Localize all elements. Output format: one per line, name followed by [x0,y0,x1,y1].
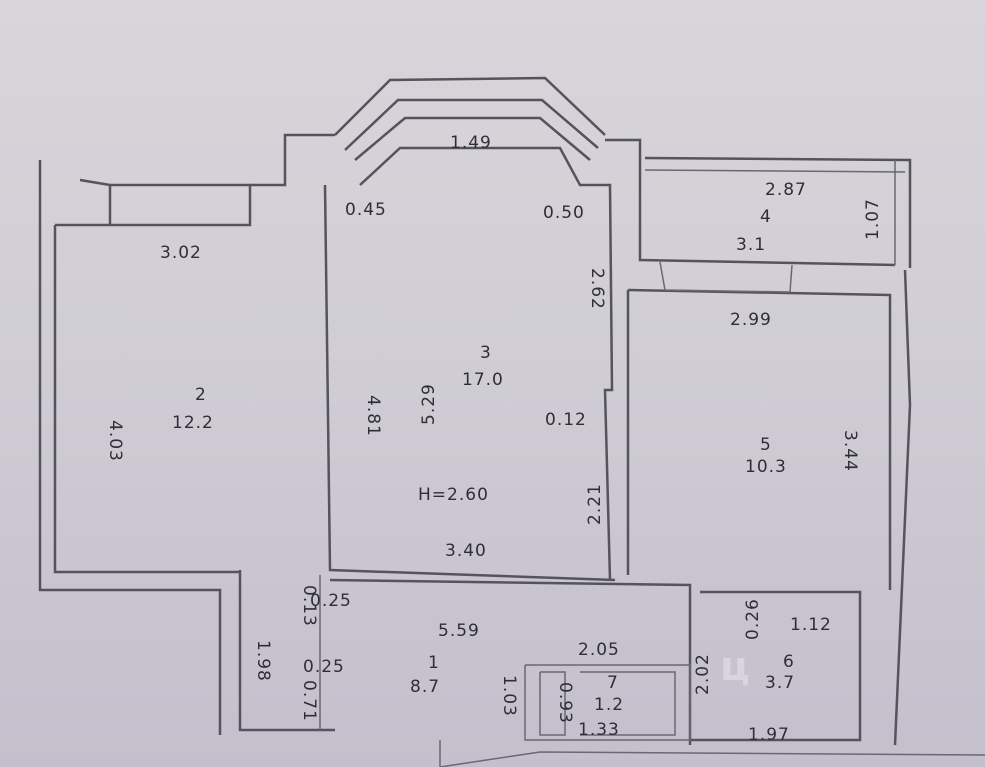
ceiling-height: H=2.60 [418,485,489,505]
dim-r3-height-left: 4.81 [363,395,383,437]
dim-hall-a: 0.13 [299,585,319,627]
dim-hall-length: 5.59 [438,621,480,641]
dim-r6-b: 1.12 [790,615,832,635]
dim-r3-right-offset: 0.12 [545,410,587,430]
room-1-number: 1 [428,653,440,673]
dim-r3-right-lower: 2.21 [585,483,605,525]
dim-hall-c: 0.25 [303,657,345,677]
dim-r5-width: 2.99 [730,310,772,330]
dim-r4-height: 1.07 [863,198,883,240]
room-7-number: 7 [607,673,619,693]
room-2-number: 2 [195,385,207,405]
dim-bay-top: 1.49 [450,133,492,153]
labels: 1.49 0.45 0.50 3.02 4.03 2 12.2 4.81 5.2… [105,133,883,745]
dim-hall-e: 1.03 [499,675,519,717]
room-3-area: 17.0 [462,370,504,390]
room-4-number: 4 [760,207,772,227]
room-1-area: 8.7 [410,677,440,697]
dim-r2-width: 3.02 [160,243,202,263]
room-5-number: 5 [760,435,772,455]
dim-r2-height: 4.03 [105,420,125,462]
dim-hall-left: 1.98 [253,640,273,682]
room-3-number: 3 [480,343,492,363]
dim-r7-width: 1.33 [578,720,620,740]
room-5-area: 10.3 [745,457,787,477]
dim-r6-width: 1.97 [748,725,790,745]
room-7-area: 1.2 [594,695,624,715]
dim-r4-width: 2.87 [765,180,807,200]
dim-bay-left: 0.45 [345,200,387,220]
dim-r3-width: 3.40 [445,541,487,561]
room-6-number: 6 [783,652,795,672]
room-4-area: 3.1 [736,235,766,255]
dim-r3-right-upper: 2.62 [587,268,607,310]
dim-r7-top: 2.05 [578,640,620,660]
dim-r6-height: 2.02 [693,653,713,695]
dim-r3-height-mid: 5.29 [419,383,439,425]
dim-r6-a: 0.26 [743,598,763,640]
walls [38,76,985,767]
room-2-area: 12.2 [172,413,214,433]
dim-r5-height: 3.44 [840,430,860,472]
dim-hall-b: 0.25 [310,591,352,611]
dim-r7-side: 0.93 [555,682,575,724]
watermark-logo: ц [720,644,750,690]
room-6-area: 3.7 [765,673,795,693]
dim-bay-right: 0.50 [543,203,585,223]
dim-hall-d: 0.71 [299,680,319,722]
